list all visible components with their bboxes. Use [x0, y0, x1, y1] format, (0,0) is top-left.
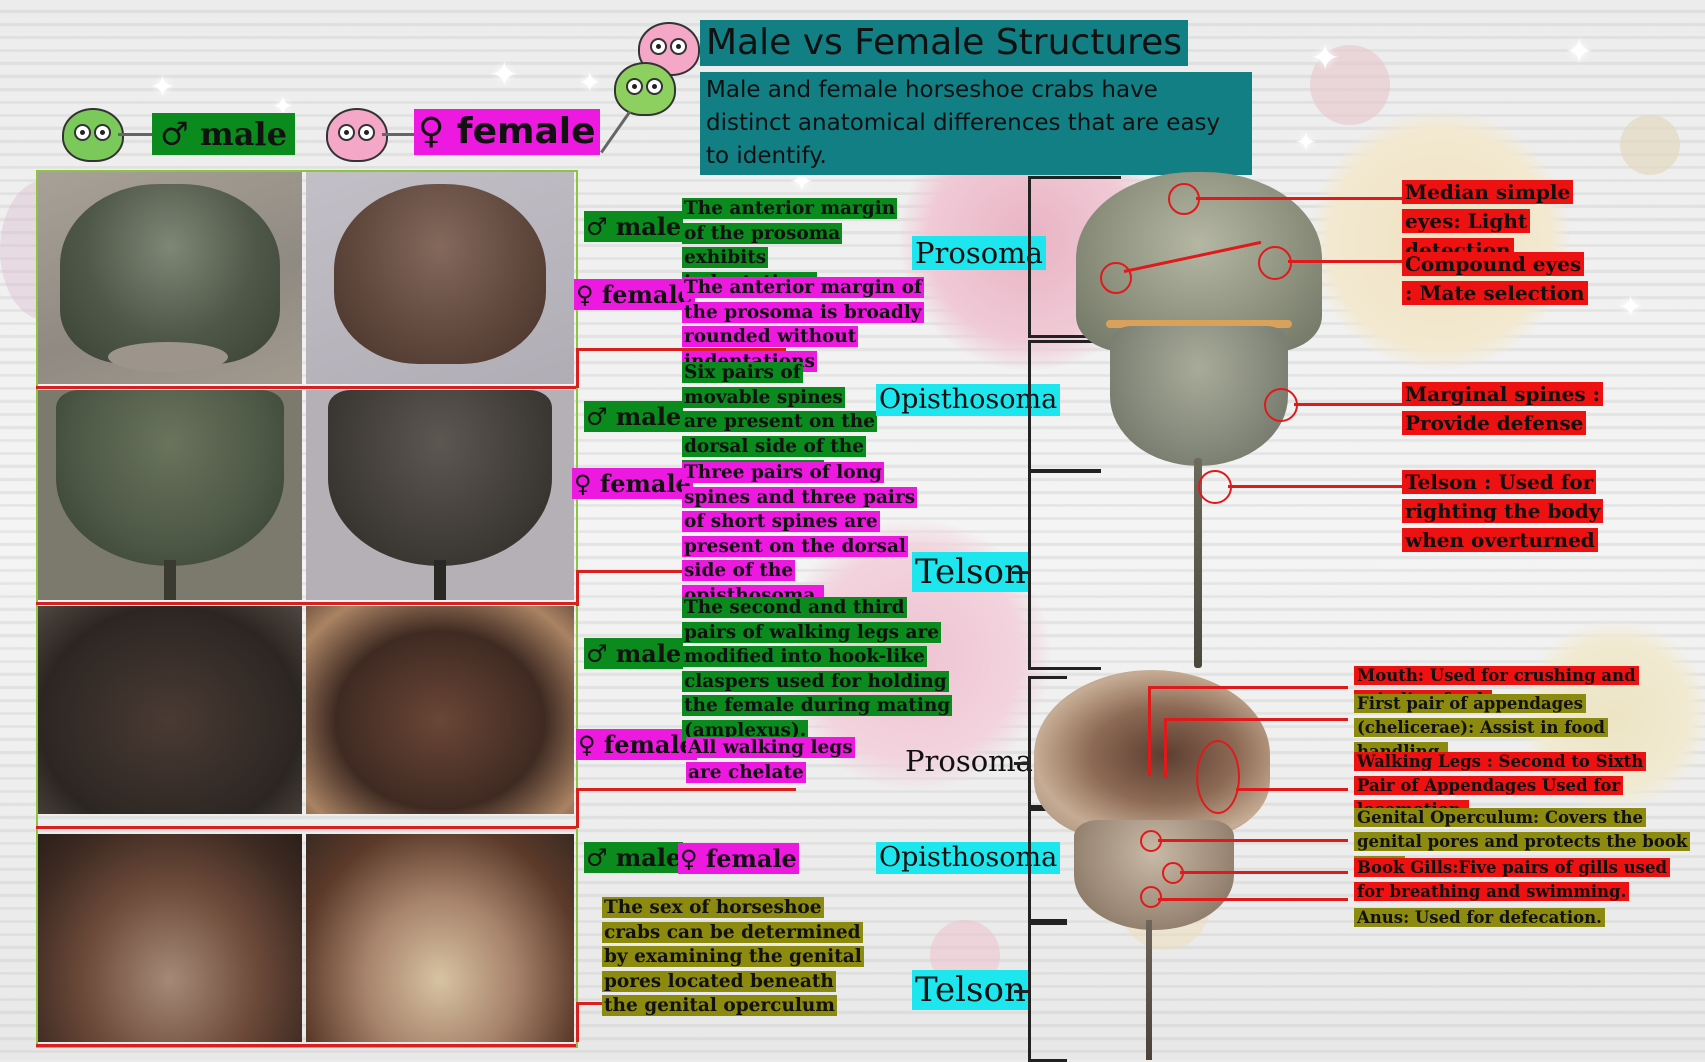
male-mascot-icon [614, 62, 676, 116]
row1-male-text: The anterior margin of the prosoma exhib… [682, 197, 902, 295]
sparkle-icon: ✦ [1295, 128, 1317, 158]
region-prosoma-ventral: Prosoma [905, 744, 1033, 778]
photo-grid [36, 170, 578, 1048]
row1-female-text: The anterior margin of the prosoma is br… [682, 277, 924, 372]
legend-male: ♂ male [152, 113, 295, 155]
region-telson-ventral: Telson [912, 970, 1029, 1010]
bracket-telson-dorsal [1028, 470, 1101, 670]
legend-female: ♀ female [414, 109, 600, 155]
compound-eyes-label: Compound eyes : Mate selection [1402, 250, 1592, 308]
sparkle-icon: ✦ [150, 70, 176, 105]
connector-line [576, 348, 579, 388]
compound-eye-marker-left [1100, 262, 1132, 294]
bg-circle [1620, 115, 1680, 175]
sparkle-icon: ✦ [490, 55, 519, 95]
region-opisthosoma-dorsal: Opisthosoma [876, 384, 1061, 416]
bg-circle [1310, 45, 1390, 125]
walking-legs-marker [1196, 740, 1240, 814]
sparkle-icon: ✦ [1618, 290, 1644, 325]
row-divider [36, 826, 576, 829]
male-legend-icon [62, 108, 124, 162]
telson-marker [1198, 470, 1232, 504]
row3-female-tag: ♀ female [576, 729, 697, 760]
male-legs-photo [38, 606, 302, 814]
anus-label: Anus: Used for defecation. [1354, 906, 1654, 930]
connector-line [576, 348, 786, 351]
connector-line [576, 1002, 579, 1042]
connector-line [576, 570, 579, 606]
sparkle-icon: ✦ [1565, 32, 1594, 72]
dorsal-crab-illustration [1076, 172, 1322, 672]
male-prosoma-photo [38, 172, 302, 384]
female-prosoma-photo [306, 172, 574, 384]
row3-male-text: The second and third pairs of walking le… [682, 597, 953, 741]
book-gills-label: Book Gills:Five pairs of gills used for … [1354, 856, 1674, 904]
row-divider [36, 602, 576, 605]
anus-marker [1140, 886, 1162, 908]
walking-legs-line [1236, 788, 1348, 791]
row2-male-text: Six pairs of movable spines are present … [682, 361, 882, 484]
mouth-line-v [1148, 686, 1151, 776]
telson-line [1228, 485, 1402, 488]
male-legend-tail [118, 133, 154, 136]
marginal-spines-line [1294, 403, 1402, 406]
row1-male-tag: ♂ male [584, 211, 684, 242]
mouth-line [1148, 686, 1348, 689]
chelicerae-label: First pair of appendages (chelicerae): A… [1354, 692, 1684, 764]
row3-female-text: All walking legs are chelate [686, 737, 855, 783]
page-subtitle: Male and female horseshoe crabs have dis… [700, 72, 1252, 175]
row4-note-text: The sex of horseshoe crabs can be determ… [602, 897, 864, 1016]
ventral-crab-illustration [1034, 670, 1270, 1060]
female-opisthosoma-photo [306, 390, 574, 600]
row2-female-text: Three pairs of long spines and three pai… [682, 462, 918, 606]
male-opisthosoma-photo [38, 390, 302, 600]
female-operculum-photo [306, 834, 574, 1042]
row-divider [36, 386, 576, 389]
marginal-spines-label: Marginal spines : Provide defense [1402, 380, 1603, 438]
row2-male-tag: ♂ male [584, 401, 684, 432]
female-legend-icon [326, 108, 388, 162]
median-eyes-label: Median simple eyes: Light detection [1402, 178, 1620, 265]
compound-eye-marker-right [1258, 246, 1292, 280]
median-eyes-line [1196, 197, 1402, 200]
compound-eyes-line [1288, 260, 1402, 263]
bracket-tick [1014, 762, 1030, 765]
chelicerae-line [1164, 718, 1348, 721]
mascot-tail [600, 110, 632, 154]
row2-female-tag: ♀ female [572, 468, 693, 499]
female-legs-photo [306, 606, 574, 814]
bracket-prosoma-dorsal [1028, 176, 1121, 338]
bracket-tick [1014, 990, 1030, 993]
region-telson-dorsal: Telson [912, 552, 1029, 592]
row3-male-tag: ♂ male [584, 638, 684, 669]
telson-label: Telson : Used for righting the body when… [1402, 468, 1604, 555]
chelicerae-line-v [1164, 718, 1167, 778]
photo-grid-border [36, 170, 578, 1048]
region-prosoma-dorsal: Prosoma [912, 236, 1046, 270]
page-title: Male vs Female Structures [700, 20, 1189, 66]
sparkle-icon: ✦ [1310, 38, 1341, 79]
connector-line [576, 788, 796, 791]
sparkle-icon: ✦ [578, 66, 602, 99]
row1-female-tag: ♀ female [574, 279, 695, 310]
connector-line [576, 570, 786, 573]
operculum-line [1158, 839, 1348, 842]
row-divider [36, 1044, 576, 1047]
connector-line [576, 788, 579, 828]
row4-female-tag: ♀ female [678, 843, 799, 874]
female-legend-tail [382, 133, 418, 136]
row4-male-tag: ♂ male [584, 842, 684, 873]
anus-line [1158, 898, 1348, 901]
marginal-spines-marker [1264, 388, 1298, 422]
bracket-tick [1012, 571, 1030, 574]
book-gills-line [1180, 871, 1348, 874]
male-operculum-photo [38, 834, 302, 1042]
